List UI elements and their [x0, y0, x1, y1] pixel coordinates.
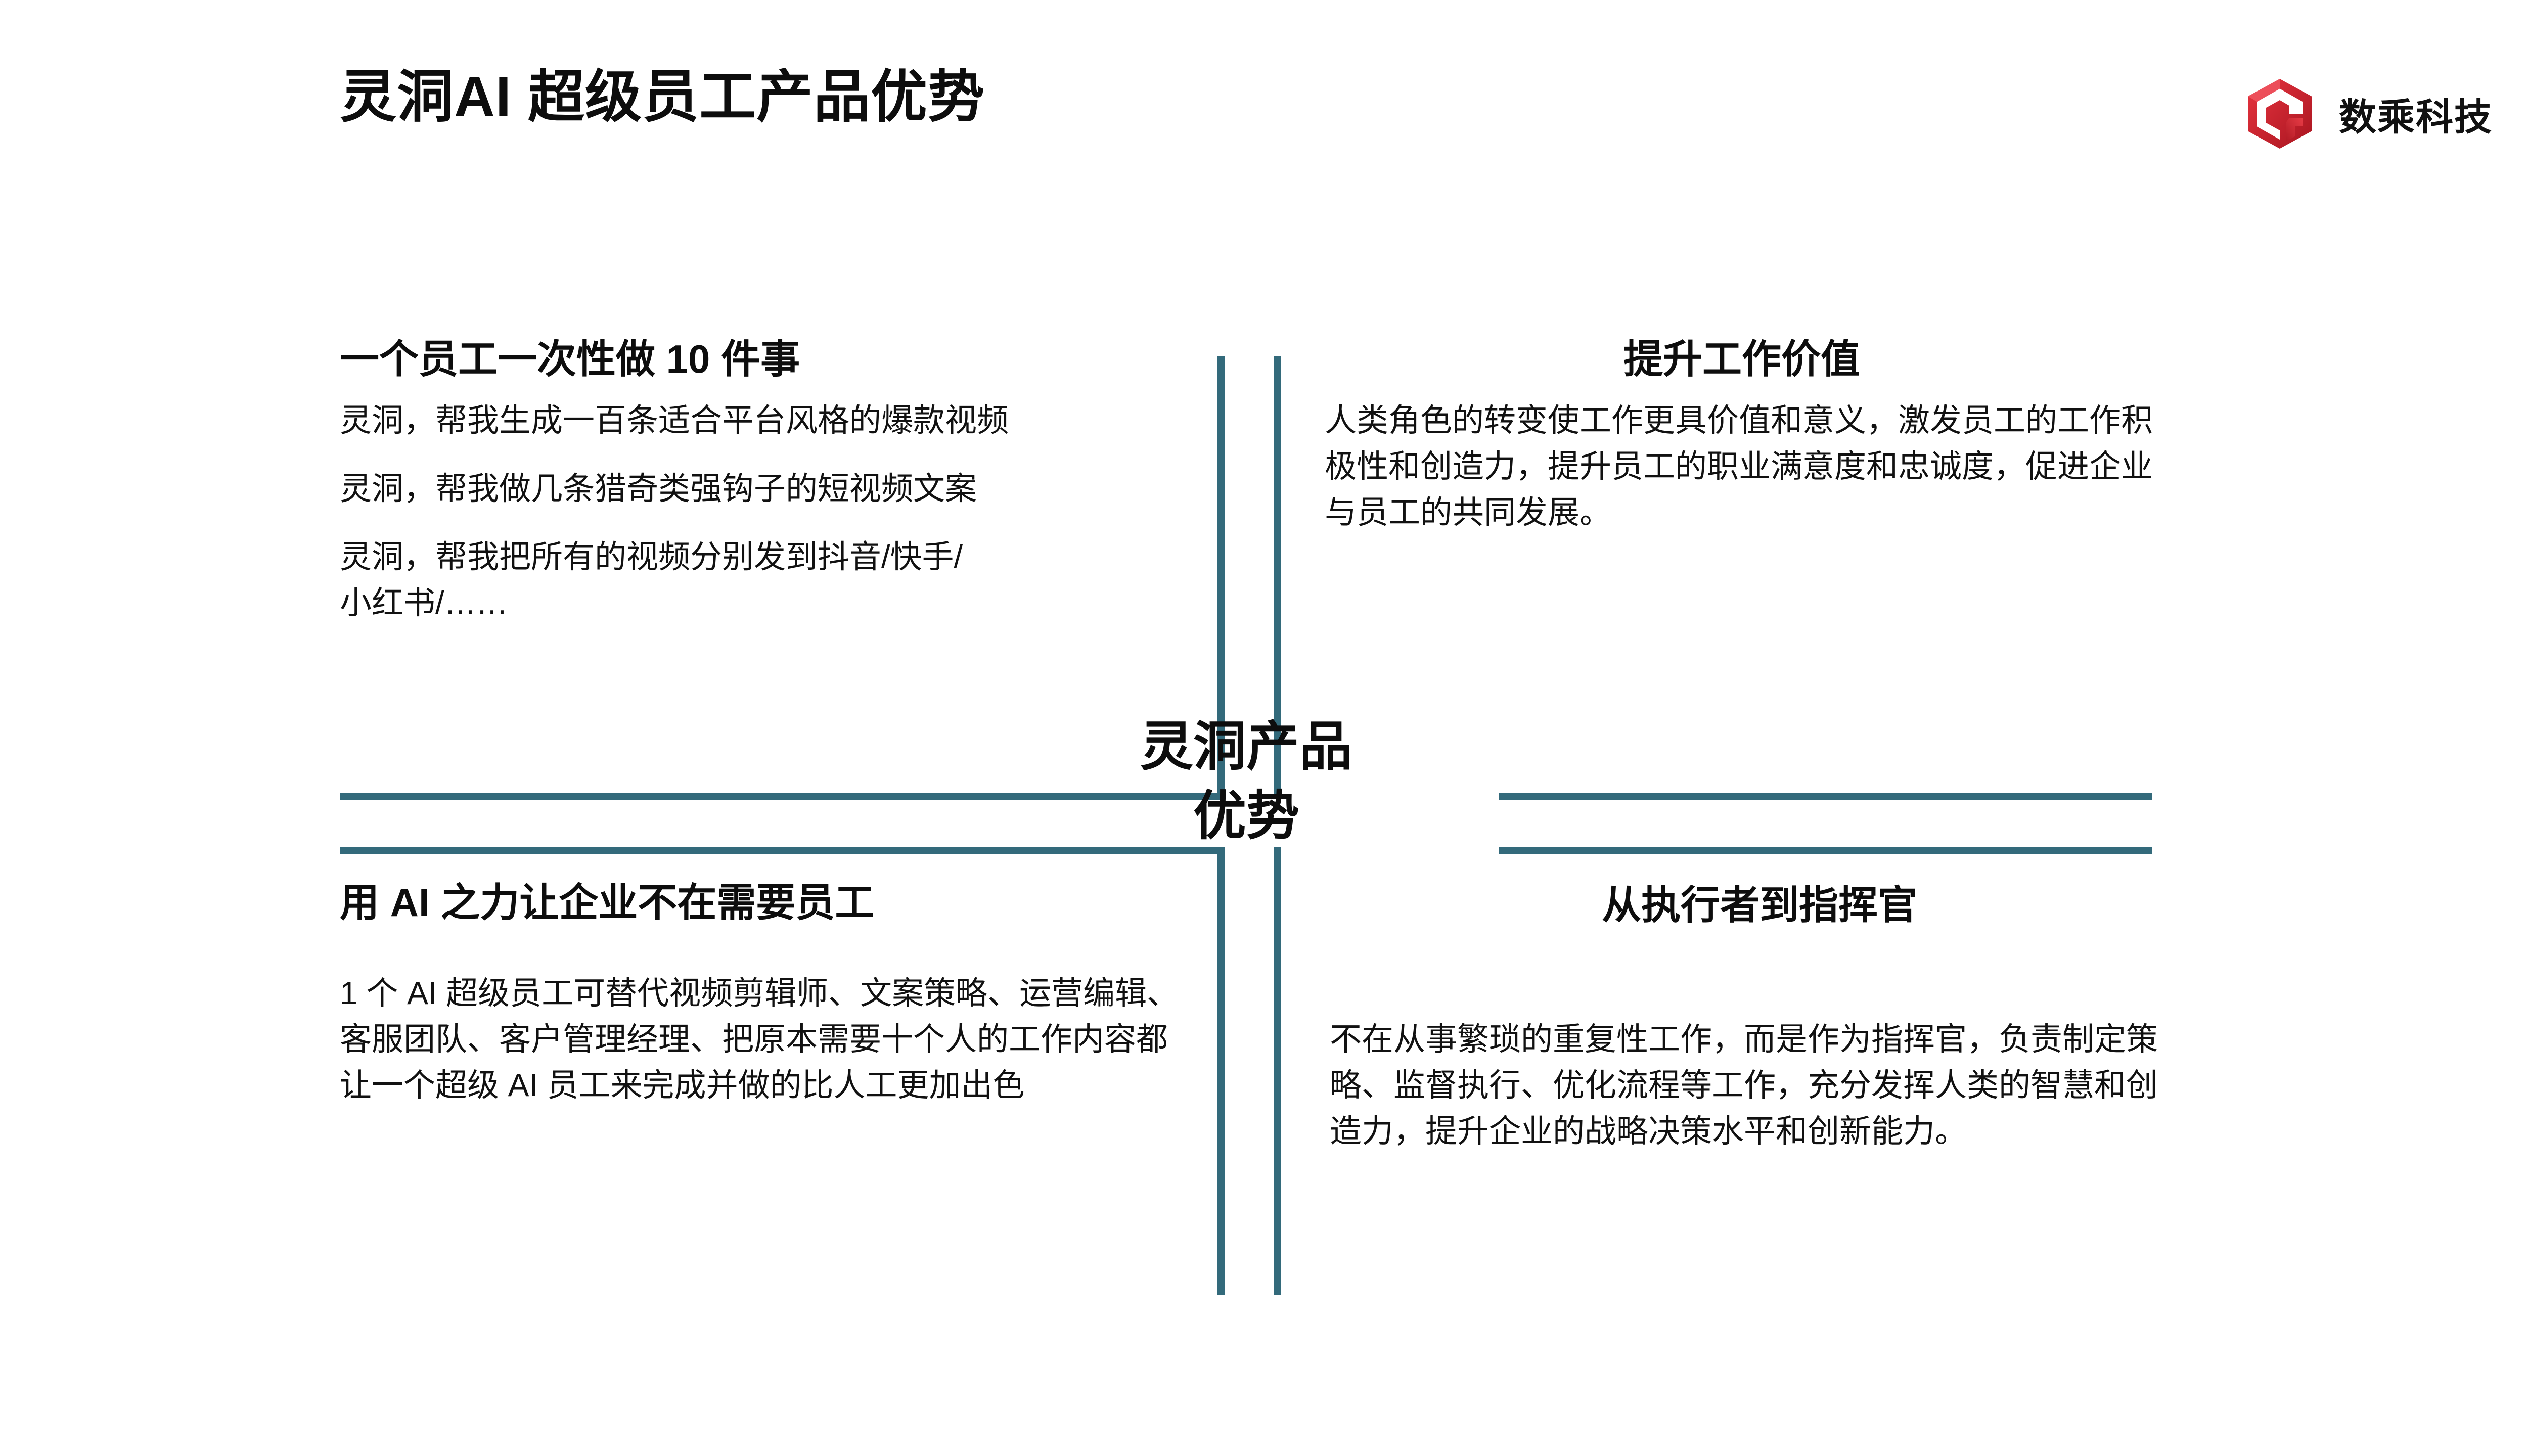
quadrant-top-right-paragraph-1: 人类角色的转变使工作更具价值和意义，激发员工的工作积极性和创造力，提升员工的职业… — [1325, 403, 2153, 530]
quadrant-bottom-right: 从执行者到指挥官 不在从事繁琐的重复性工作，而是作为指挥官，负责制定策略、监督执… — [1315, 880, 2169, 1155]
cube-logo-icon — [2242, 76, 2318, 152]
connector-line-right-lower-horizontal — [1499, 847, 2152, 854]
center-hub-line-2: 优势 — [1193, 786, 1299, 846]
quadrant-top-left: 一个员工一次性做 10 件事 灵洞，帮我生成一百条适合平台风格的爆款视频 灵洞，… — [340, 334, 1199, 626]
connector-line-upper-right-vertical — [1274, 356, 1281, 799]
connector-line-right-upper-horizontal — [1499, 793, 2152, 800]
connector-line-left-upper-horizontal — [340, 793, 1225, 800]
quadrant-top-left-paragraph-2: 灵洞，帮我做几条猎奇类强钩子的短视频文案 — [340, 471, 977, 507]
quadrant-bottom-right-heading: 从执行者到指挥官 — [1601, 883, 1917, 927]
connector-line-upper-left-vertical — [1217, 356, 1225, 799]
quadrant-top-left-paragraph-3: 灵洞，帮我把所有的视频分别发到抖音/快手/小红书/…… — [340, 539, 963, 621]
connector-line-lower-left-vertical — [1217, 847, 1225, 1295]
connector-line-left-lower-horizontal — [340, 847, 1225, 854]
quadrant-bottom-right-paragraph-1: 不在从事繁琐的重复性工作，而是作为指挥官，负责制定策略、监督执行、优化流程等工作… — [1330, 1022, 2158, 1149]
quadrant-bottom-left-heading: 用 AI 之力让企业不在需要员工 — [340, 880, 875, 925]
brand-name: 数乘科技 — [2339, 96, 2493, 138]
center-hub-line-1: 灵洞产品 — [1140, 717, 1352, 777]
center-hub-label: 灵洞产品 优势 — [1036, 713, 1456, 851]
quadrant-bottom-left: 用 AI 之力让企业不在需要员工 1 个 AI 超级员工可替代视频剪辑师、文案策… — [340, 877, 1199, 1109]
quadrant-top-right: 提升工作价值 人类角色的转变使工作更具价值和意义，激发员工的工作积极性和创造力，… — [1315, 334, 2169, 536]
brand-lockup: 数乘科技 — [2242, 76, 2493, 152]
connector-line-lower-right-vertical — [1274, 847, 1281, 1295]
quadrant-top-right-heading: 提升工作价值 — [1623, 337, 1860, 381]
quadrant-top-left-heading: 一个员工一次性做 10 件事 — [340, 337, 800, 381]
quadrant-bottom-left-paragraph-1: 1 个 AI 超级员工可替代视频剪辑师、文案策略、运营编辑、客服团队、客户管理经… — [340, 976, 1179, 1103]
quadrant-top-left-paragraph-1: 灵洞，帮我生成一百条适合平台风格的爆款视频 — [340, 403, 1009, 439]
page-title: 灵洞AI 超级员工产品优势 — [340, 65, 985, 128]
